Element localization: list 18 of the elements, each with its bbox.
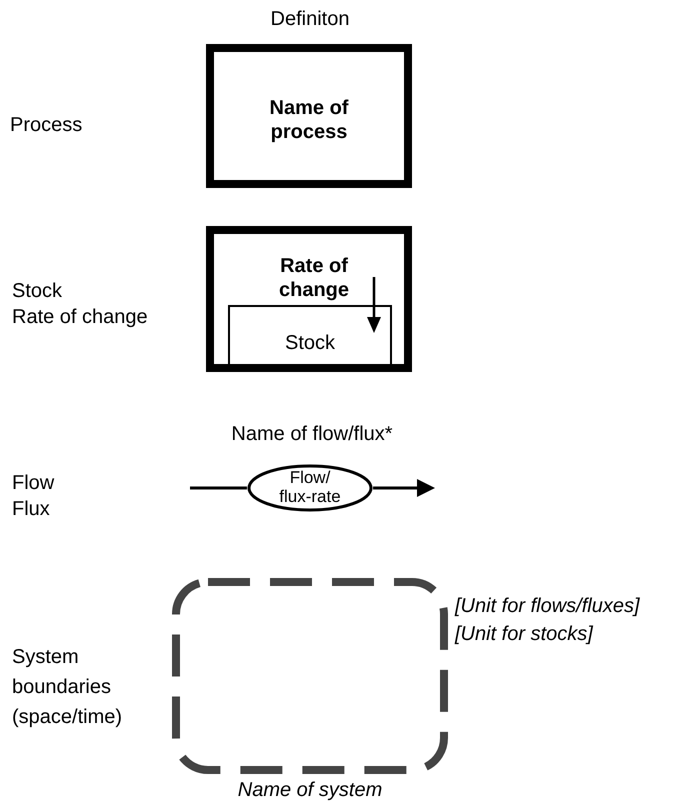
row-label: Definiton xyxy=(270,7,350,32)
system-name: Name of system xyxy=(236,778,384,802)
row-label: Flow xyxy=(12,471,54,496)
unit-note: [Unit for flows/fluxes] xyxy=(455,594,640,618)
row-label: System boundaries (space/time) xyxy=(12,645,124,730)
box-title: Name of process xyxy=(268,96,350,144)
process-box xyxy=(206,44,412,188)
row-label: Stock xyxy=(12,279,62,304)
flow-caption: Name of flow/flux* xyxy=(230,422,394,446)
row-label: Process xyxy=(10,113,82,138)
unit-note: [Unit for stocks] xyxy=(455,622,593,646)
box-title: Rate of change xyxy=(278,254,350,302)
flow-name: Flow/ flux-rate xyxy=(278,468,342,506)
flow-arrow xyxy=(373,479,435,497)
stock-name: Stock xyxy=(284,331,336,355)
row-label: Rate of change xyxy=(12,305,148,330)
stock-box xyxy=(206,226,412,372)
row-label: Flux xyxy=(12,497,50,522)
